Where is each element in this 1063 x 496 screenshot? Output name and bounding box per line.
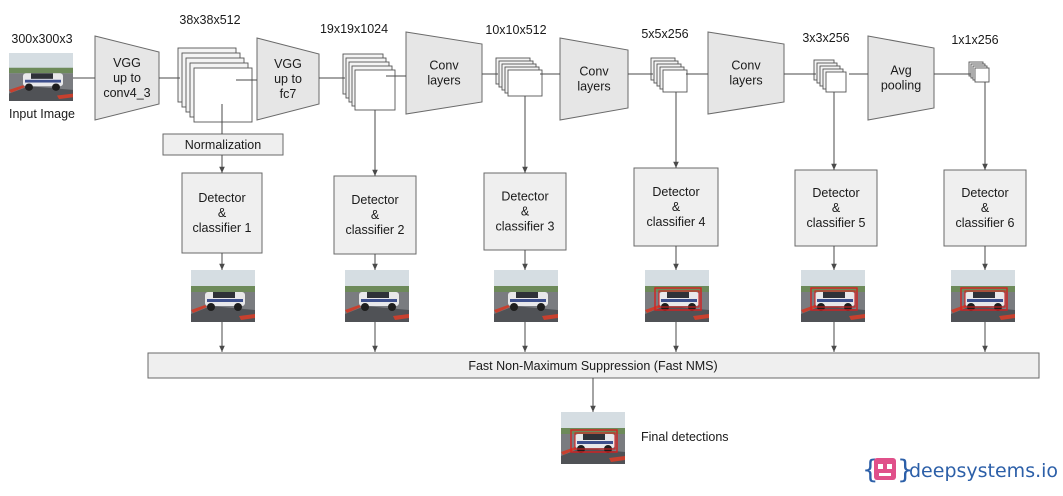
backbone-block-3-label-line: Conv bbox=[429, 59, 459, 73]
detection-box bbox=[960, 287, 1008, 311]
feature-map-dim-label: 3x3x256 bbox=[802, 31, 849, 45]
feature-map-dim-label: 5x5x256 bbox=[641, 27, 688, 41]
detection-box bbox=[574, 432, 616, 450]
detector-classifier-5-label-line: Detector bbox=[812, 186, 859, 200]
detector-classifier-box-2 bbox=[333, 175, 417, 255]
backbone-block-5-label-line: Conv bbox=[731, 59, 761, 73]
detector-classifier-4-label-line: & bbox=[672, 200, 681, 214]
detection-thumbnail-2-image bbox=[345, 270, 409, 322]
deepsystems-brand-text: deepsystems.io bbox=[909, 460, 1058, 482]
feature-map-layer bbox=[193, 67, 253, 123]
backbone-block-1-label-line: VGG bbox=[113, 56, 141, 70]
feature-map-stack-3 bbox=[495, 57, 543, 97]
detector-classifier-2-label-line: & bbox=[371, 208, 380, 222]
detection-thumbnail-6 bbox=[951, 270, 1015, 322]
final-detections-label: Final detections bbox=[641, 430, 729, 444]
backbone-block-6-label-line: pooling bbox=[881, 79, 921, 93]
detector-classifier-box-6 bbox=[943, 169, 1027, 247]
detector-classifier-5-label-line: & bbox=[832, 201, 841, 215]
detection-thumbnail-1-image bbox=[191, 270, 255, 322]
detector-classifier-6-label-line: classifier 6 bbox=[955, 216, 1014, 230]
detector-classifier-2-label-line: classifier 2 bbox=[345, 223, 404, 237]
deepsystems-logo-icon: {} bbox=[862, 455, 914, 485]
feature-map-layer bbox=[825, 71, 847, 93]
detection-thumbnail-1 bbox=[191, 270, 255, 322]
feature-map-stack-5 bbox=[813, 59, 847, 93]
detector-classifier-4-label-line: Detector bbox=[652, 185, 699, 199]
backbone-block-1-label-line: conv4_3 bbox=[103, 86, 150, 100]
backbone-block-4 bbox=[559, 37, 629, 121]
feature-map-layer bbox=[662, 69, 688, 93]
brace-right: } bbox=[897, 455, 914, 485]
backbone-block-3-label-line: layers bbox=[427, 74, 460, 88]
detection-thumbnail-3 bbox=[494, 270, 558, 322]
backbone-block-2-label-line: fc7 bbox=[280, 87, 297, 101]
normalization-box bbox=[162, 133, 284, 156]
detector-classifier-box-5 bbox=[794, 169, 878, 247]
detector-classifier-box-4 bbox=[633, 167, 719, 247]
backbone-block-2-label-line: up to bbox=[274, 72, 302, 86]
detection-box bbox=[570, 429, 618, 453]
detector-classifier-1-label-line: Detector bbox=[198, 191, 245, 205]
robot-eye bbox=[887, 464, 892, 469]
detector-classifier-5-label-line: classifier 5 bbox=[806, 216, 865, 230]
backbone-block-6-label-line: Avg bbox=[890, 64, 911, 78]
backbone-block-5-label-line: layers bbox=[729, 74, 762, 88]
feature-map-dim-label: 19x19x1024 bbox=[320, 22, 388, 36]
feature-map-dim-label: 38x38x512 bbox=[179, 13, 240, 27]
feature-map-stack-1 bbox=[177, 47, 253, 123]
input-dim-label: 300x300x3 bbox=[11, 32, 72, 46]
detector-classifier-6-label-line: Detector bbox=[961, 186, 1008, 200]
feature-map-layer bbox=[507, 69, 543, 97]
backbone-block-1 bbox=[94, 35, 160, 121]
input-image-label: Input Image bbox=[9, 107, 75, 121]
feature-map-dim-label: 1x1x256 bbox=[951, 33, 998, 47]
detection-thumbnail-5 bbox=[801, 270, 865, 322]
normalization-label: Normalization bbox=[185, 138, 261, 152]
detection-box bbox=[654, 287, 702, 311]
detector-classifier-1-label-line: classifier 1 bbox=[192, 221, 251, 235]
detector-classifier-6-label-line: & bbox=[981, 201, 990, 215]
detection-box bbox=[964, 290, 1006, 308]
backbone-block-4-label-line: Conv bbox=[579, 65, 609, 79]
feature-map-stack-4 bbox=[650, 57, 688, 93]
input-image-thumbnail-image bbox=[9, 53, 73, 101]
fast-nms-label: Fast Non-Maximum Suppression (Fast NMS) bbox=[468, 359, 717, 373]
backbone-block-2 bbox=[256, 37, 320, 121]
detection-box bbox=[810, 287, 858, 311]
feature-map-layer bbox=[354, 69, 396, 111]
detector-classifier-3-label-line: Detector bbox=[501, 190, 548, 204]
final-detection-thumbnail bbox=[561, 412, 625, 464]
feature-map-stack-2 bbox=[342, 53, 396, 111]
detector-classifier-3-label-line: classifier 3 bbox=[495, 220, 554, 234]
detection-thumbnail-4 bbox=[645, 270, 709, 322]
backbone-block-2-label-line: VGG bbox=[274, 57, 302, 71]
feature-map-dim-label: 10x10x512 bbox=[485, 23, 546, 37]
feature-map-stack-6 bbox=[968, 61, 990, 83]
detection-thumbnail-2 bbox=[345, 270, 409, 322]
robot-mouth bbox=[879, 473, 891, 476]
detector-classifier-3-label-line: & bbox=[521, 205, 530, 219]
backbone-block-1-label-line: up to bbox=[113, 71, 141, 85]
detector-classifier-4-label-line: classifier 4 bbox=[646, 215, 705, 229]
backbone-block-5 bbox=[707, 31, 785, 115]
input-image-thumbnail bbox=[9, 53, 73, 101]
detection-box bbox=[658, 290, 700, 308]
detector-classifier-box-3 bbox=[483, 172, 567, 251]
detector-classifier-box-1 bbox=[181, 172, 263, 254]
detection-box bbox=[814, 290, 856, 308]
detection-thumbnail-3-image bbox=[494, 270, 558, 322]
robot-eye bbox=[878, 464, 883, 469]
backbone-block-3 bbox=[405, 31, 483, 115]
detector-classifier-1-label-line: & bbox=[218, 206, 227, 220]
robot-head bbox=[874, 458, 896, 480]
detector-classifier-2-label-line: Detector bbox=[351, 193, 398, 207]
backbone-block-4-label-line: layers bbox=[577, 80, 610, 94]
backbone-block-6 bbox=[867, 35, 935, 121]
feature-map-layer bbox=[974, 67, 990, 83]
